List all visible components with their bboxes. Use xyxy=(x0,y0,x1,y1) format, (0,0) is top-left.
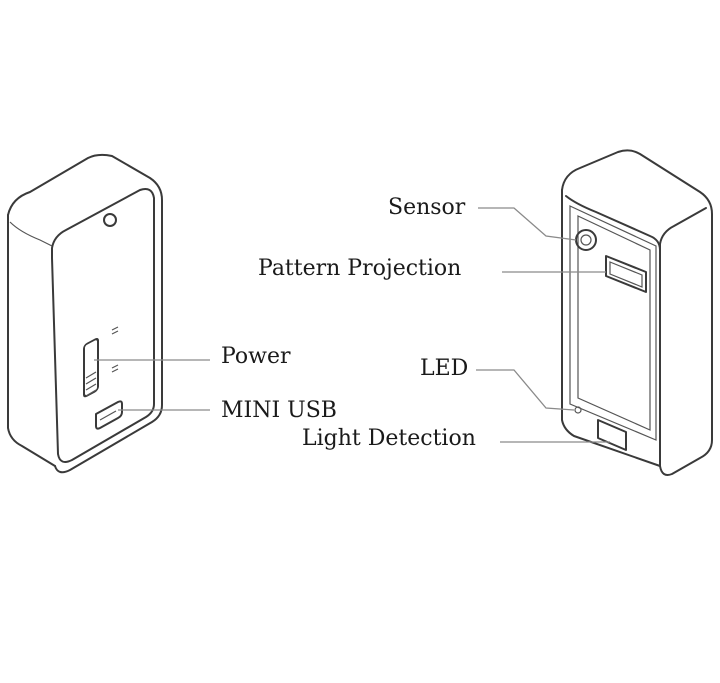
mini-usb-port-icon xyxy=(95,400,123,430)
mini-usb-label: MINI USB xyxy=(221,398,337,423)
power-label: Power xyxy=(221,344,291,369)
sensor-label: Sensor xyxy=(388,195,466,220)
sensor-icon xyxy=(575,229,597,251)
pattern-projection-window-icon xyxy=(605,255,647,293)
left-device xyxy=(7,153,163,474)
pattern-projection-label: Pattern Projection xyxy=(258,256,462,281)
led-label: LED xyxy=(420,356,469,381)
leader-lines xyxy=(94,207,610,443)
sensor-leader-line xyxy=(478,207,577,241)
light-detection-slot-icon xyxy=(597,419,627,451)
light-detection-label: Light Detection xyxy=(302,426,476,451)
right-device xyxy=(561,149,713,476)
power-switch-icon xyxy=(83,326,119,398)
screw-hole-icon xyxy=(103,213,117,227)
led-icon xyxy=(574,406,582,414)
led-leader-line xyxy=(476,369,575,411)
